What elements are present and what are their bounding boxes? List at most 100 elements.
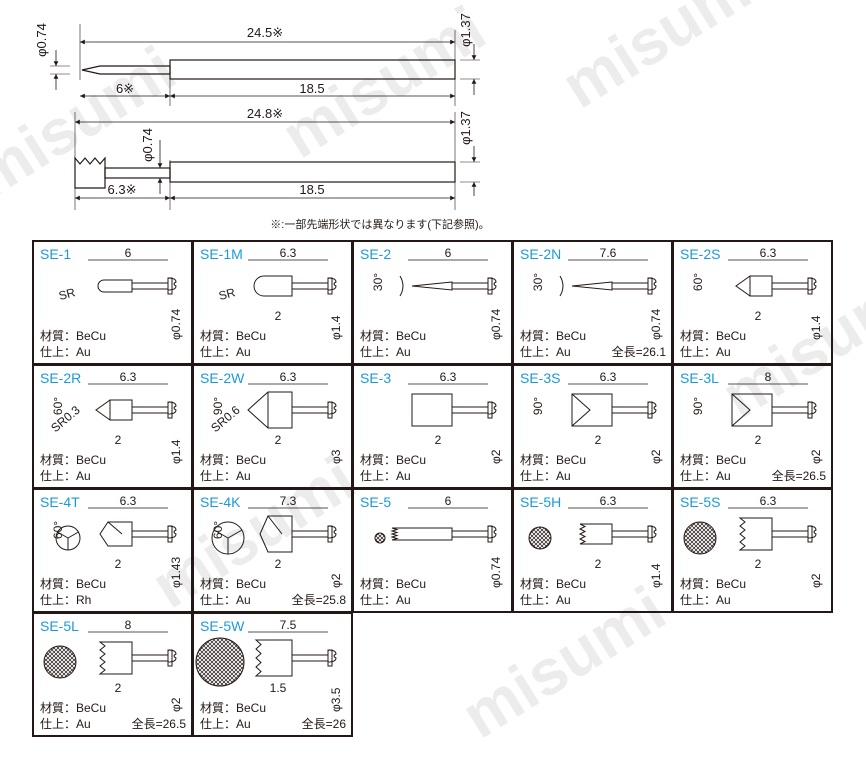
tip-drawing (55, 521, 177, 551)
part-number: SE-2S (680, 246, 720, 262)
total-length: 全長=26.5 (132, 716, 187, 731)
tip-drawing (411, 393, 497, 427)
finish-text: 仕上：Au (360, 345, 411, 359)
material-text: 材質：BeCu (360, 576, 426, 591)
tip-drawing (97, 277, 177, 295)
radius-dim: SR (57, 285, 77, 303)
end-view-circle (528, 526, 552, 550)
angle-dim: 30° (371, 273, 385, 291)
length-dim: 6.3 (600, 494, 617, 508)
offset-dim: 2 (435, 433, 442, 447)
tip-drawing (195, 637, 337, 687)
pin1-body-dim: 18.5 (299, 81, 324, 96)
material-text: 材質：BeCu (40, 452, 106, 467)
tip-drawing (731, 393, 817, 427)
offset-dim: 2 (755, 309, 762, 323)
pin1-tip-dia: φ0.74 (34, 23, 49, 57)
offset-dim: 2 (755, 433, 762, 447)
tip-drawing (683, 517, 817, 555)
tip-drawing (571, 393, 657, 427)
material-text: 材質：BeCu (360, 328, 426, 343)
part-number: SE-2 (360, 246, 391, 262)
part-number: SE-5H (520, 494, 561, 510)
finish-text: 仕上：Au (680, 469, 731, 483)
diameter-dim: φ0.74 (489, 309, 503, 340)
material-text: 材質：BeCu (40, 700, 106, 715)
length-dim: 6.3 (440, 370, 457, 384)
tip-drawing (211, 515, 337, 555)
diameter-dim: φ1.4 (329, 315, 343, 340)
length-dim: 6.3 (760, 494, 777, 508)
angle-dim: 60° (691, 273, 705, 291)
radius-dim: SR (217, 285, 237, 303)
offset-dim: 2 (115, 433, 122, 447)
part-number: SE-1 (40, 246, 71, 262)
finish-text: 仕上：Au (520, 593, 571, 607)
finish-text: 仕上：Au (520, 469, 571, 483)
part-number: SE-1M (200, 246, 243, 262)
total-length: 全長=26 (302, 716, 347, 731)
footnote: ※:一部先端形状では異なります(下記参照)。 (270, 217, 489, 231)
material-text: 材質：BeCu (40, 328, 106, 343)
diameter-dim: φ2 (329, 573, 343, 588)
tip-drawing (95, 399, 177, 421)
pin1-tip-dim: 6※ (116, 81, 134, 96)
length-dim: 6.3 (120, 370, 137, 384)
angle-dim: 90° (531, 397, 545, 415)
diameter-dim: φ1.4 (809, 315, 823, 340)
angle-dim: 60° (51, 521, 65, 539)
diameter-dim: φ0.74 (169, 309, 183, 340)
offset-dim: 1.5 (270, 681, 287, 695)
angle-dim: 60° (51, 397, 65, 415)
finish-text: 仕上：Au (680, 345, 731, 359)
material-text: 材質：BeCu (200, 328, 266, 343)
finish-text: 仕上：Au (520, 345, 571, 359)
angle-dim: 90° (211, 397, 225, 415)
pin1-total-dim: 24.5※ (247, 25, 283, 40)
finish-text: 仕上：Au (360, 469, 411, 483)
offset-dim: 2 (755, 557, 762, 571)
pin1-drawing (50, 24, 480, 106)
tip-cell-se-2: SE-2 6 30° φ0.74 材質：BeCu 仕上：Au (352, 240, 513, 365)
offset-dim: 2 (275, 433, 282, 447)
material-text: 材質：BeCu (200, 700, 266, 715)
offset-dim: 2 (595, 433, 602, 447)
material-text: 材質：BeCu (520, 452, 586, 467)
offset-dim: 2 (115, 681, 122, 695)
end-view-circle (374, 532, 386, 544)
part-number: SE-3S (520, 370, 560, 386)
tip-drawing (528, 523, 657, 550)
finish-text: 仕上：Au (200, 469, 251, 483)
total-length: 全長=26.1 (612, 344, 667, 359)
part-number: SE-4T (40, 494, 80, 510)
diameter-dim: φ2 (809, 449, 823, 464)
diameter-dim: φ2 (489, 449, 503, 464)
finish-text: 仕上：Au (680, 593, 731, 607)
diameter-dim: φ1.4 (169, 439, 183, 464)
finish-text: 仕上：Au (40, 717, 91, 731)
material-text: 材質：BeCu (200, 576, 266, 591)
top-drawings: 24.5※ 6※ 18.5 φ0.74 φ1.37 24.8※ 6.3※ 18.… (34, 13, 490, 231)
tip-drawing (735, 275, 817, 297)
length-dim: 6.3 (280, 370, 297, 384)
length-dim: 6 (445, 246, 452, 260)
length-dim: 6 (125, 246, 132, 260)
diameter-dim: φ1.4 (649, 563, 663, 588)
material-text: 材質：BeCu (680, 452, 746, 467)
finish-text: 仕上：Au (200, 717, 251, 731)
material-text: 材質：BeCu (40, 576, 106, 591)
material-text: 材質：BeCu (520, 576, 586, 591)
material-text: 材質：BeCu (680, 328, 746, 343)
length-dim: 7.5 (280, 618, 297, 632)
offset-dim: 2 (275, 557, 282, 571)
material-text: 材質：BeCu (200, 452, 266, 467)
length-dim: 7.6 (600, 246, 617, 260)
finish-text: 仕上：Au (360, 593, 411, 607)
